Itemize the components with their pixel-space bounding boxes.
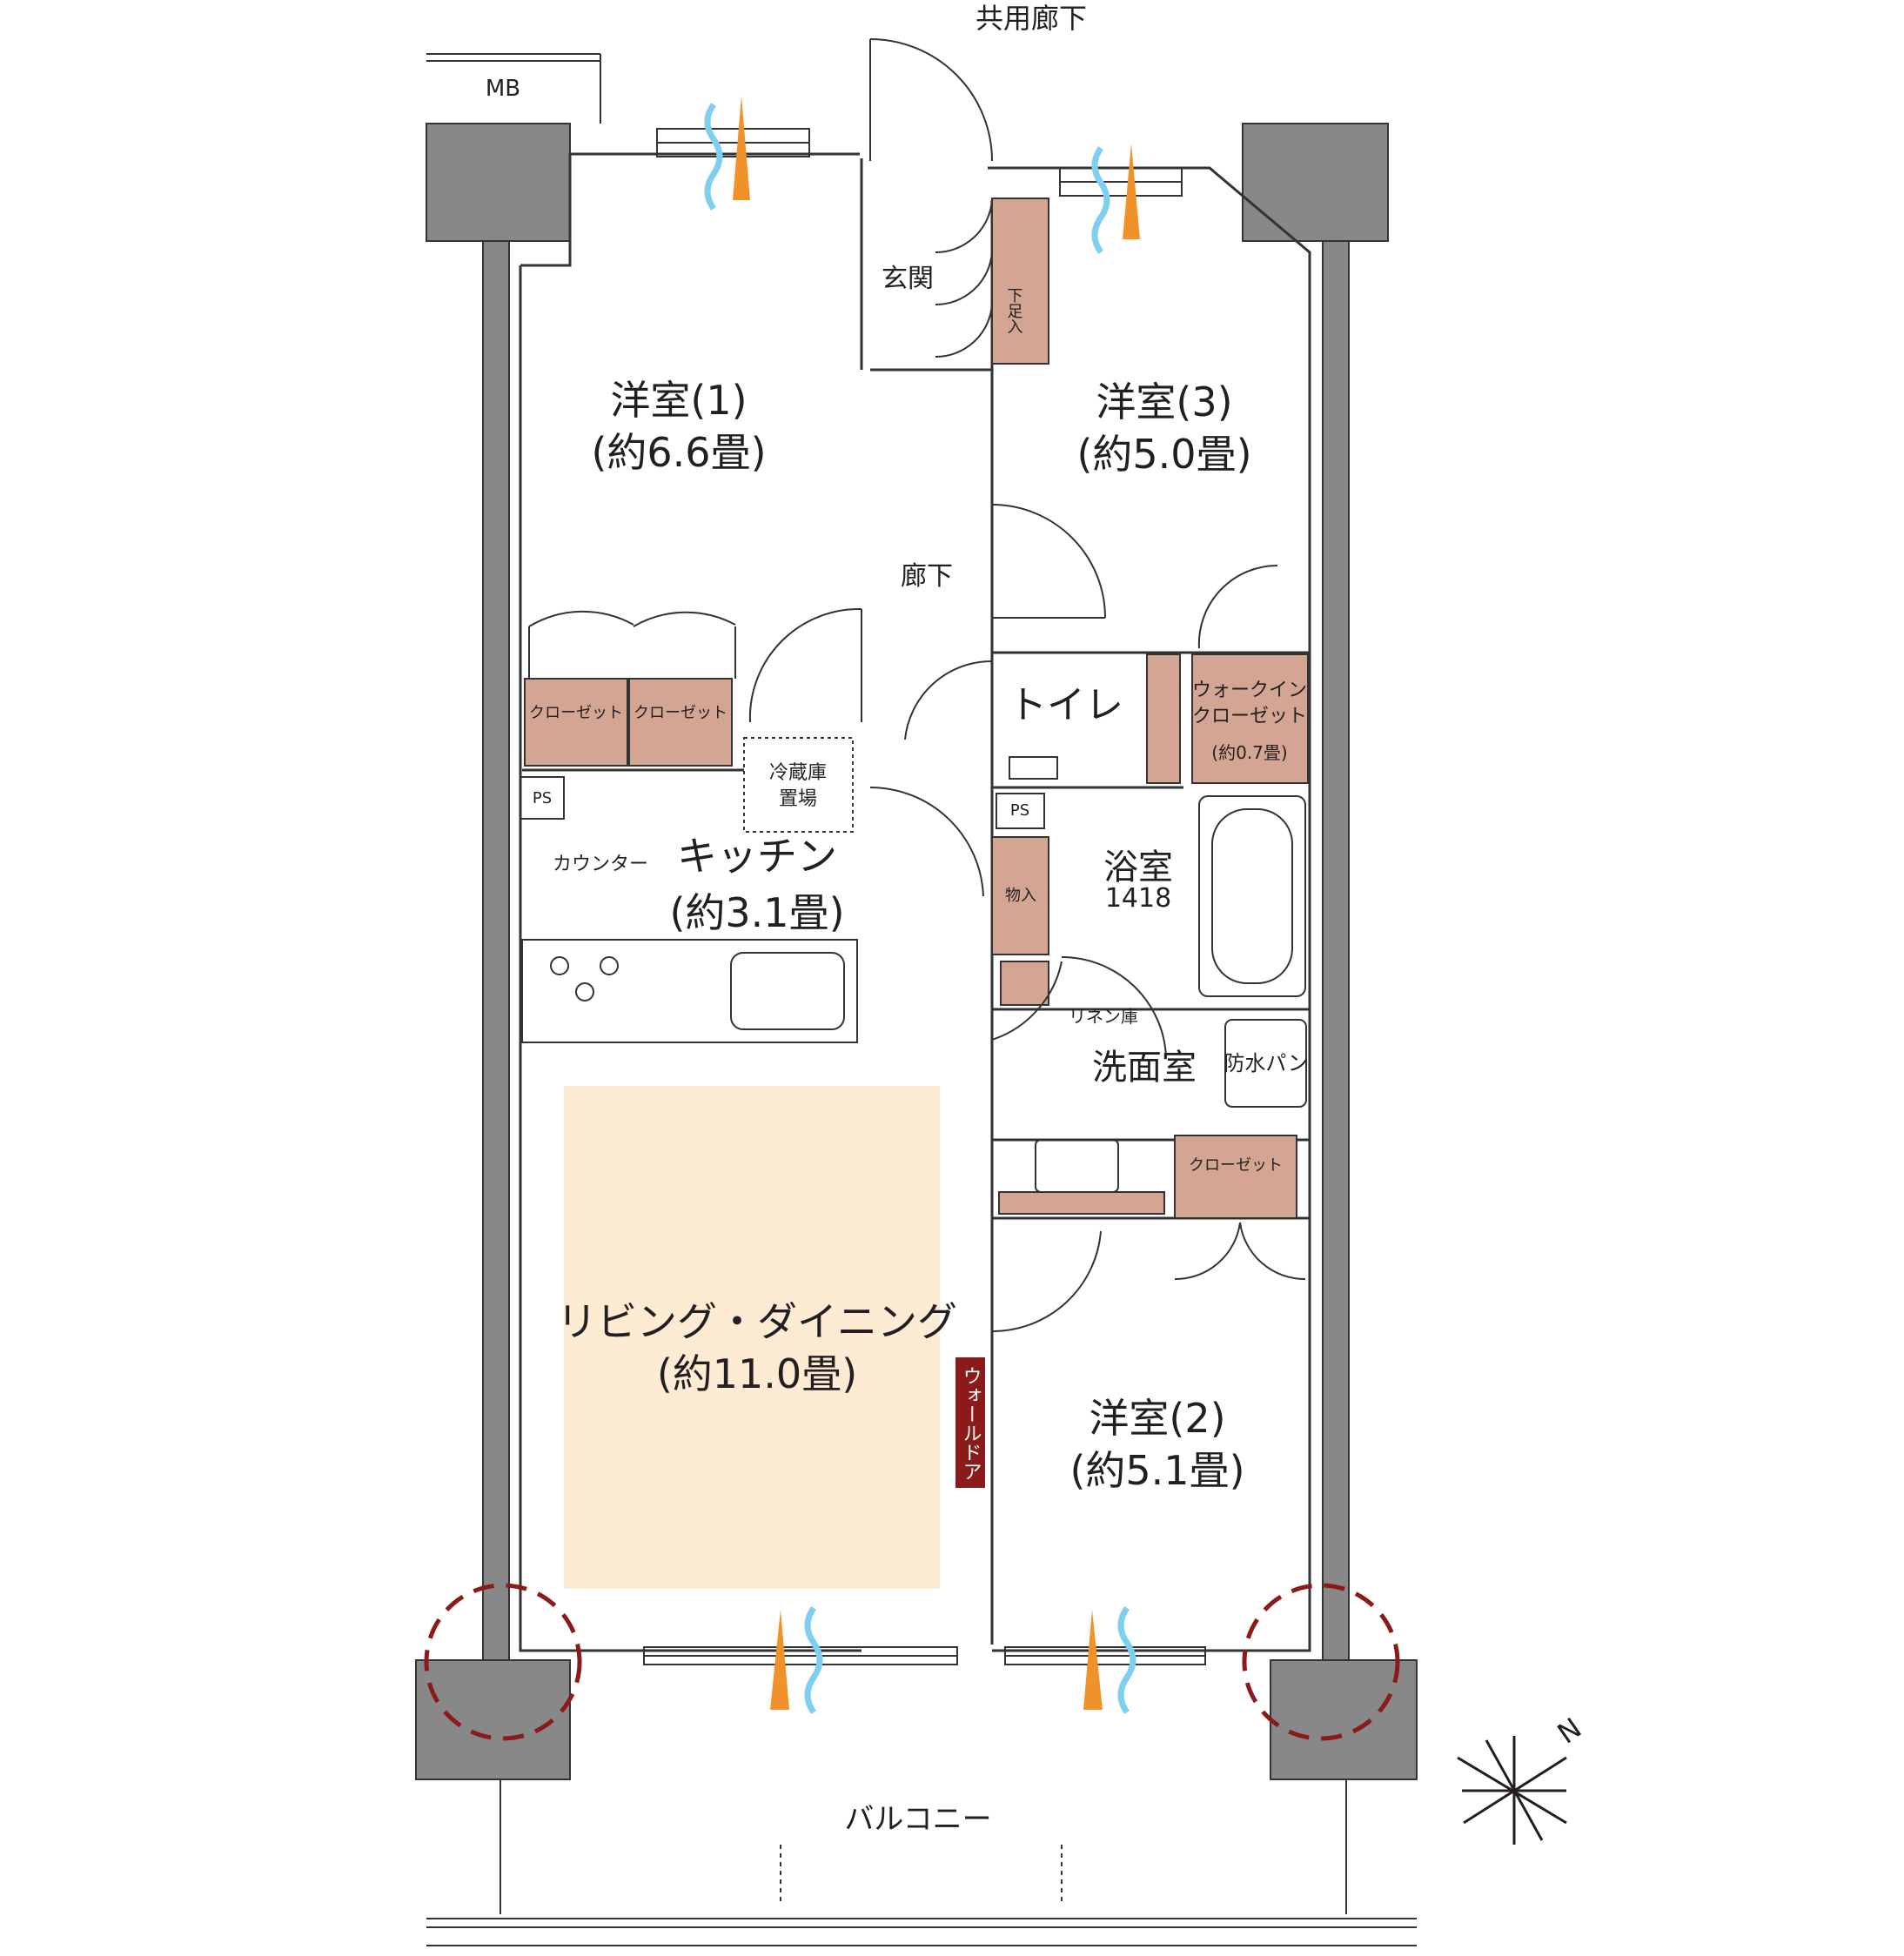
fridge-label-line2: 置場 xyxy=(779,788,817,810)
wall-door-label: ウォールドア xyxy=(960,1366,982,1481)
ps-label-2: PS xyxy=(1010,801,1029,820)
toilet-label: トイレ xyxy=(1009,683,1123,727)
washroom-label: 洗面室 xyxy=(1092,1048,1197,1088)
western-room-1-size: (約6.6畳) xyxy=(591,429,766,476)
column-markers xyxy=(424,1583,1400,1741)
closet-1b-label: クローゼット xyxy=(634,704,727,722)
bathtub-inner xyxy=(1211,808,1293,984)
western-room-3-name: 洋室(3) xyxy=(1096,378,1232,425)
living-name: リビング・ダイニング xyxy=(557,1298,957,1345)
compass-icon xyxy=(1457,1736,1567,1845)
fridge-label-line1: 冷蔵庫 xyxy=(769,762,827,784)
balcony-structure xyxy=(426,1779,1417,1946)
washer-pan-label: 防水パン xyxy=(1224,1051,1308,1075)
burner-3 xyxy=(575,982,594,1001)
western-room-2-name: 洋室(2) xyxy=(1089,1395,1225,1442)
living-size: (約11.0畳) xyxy=(657,1350,857,1397)
washbasin-counter xyxy=(998,1191,1165,1215)
toilet-bowl xyxy=(1009,756,1058,780)
burner-2 xyxy=(600,956,619,975)
column-top-left xyxy=(426,123,571,242)
wic-label-line1: ウォークイン xyxy=(1192,680,1307,701)
closet-1a xyxy=(524,678,628,767)
doors xyxy=(528,199,1306,1333)
walk-in-closet xyxy=(1191,653,1309,784)
shoe-storage xyxy=(991,198,1049,365)
kitchen-size: (約3.1畳) xyxy=(669,889,844,936)
western-room-1-name: 洋室(1) xyxy=(610,377,747,424)
airflow-markers xyxy=(704,96,1140,1715)
compass-north-label: N xyxy=(1552,1712,1587,1751)
ps-box-1 xyxy=(520,776,565,820)
linen-storage xyxy=(1000,961,1049,1006)
hallway-label: 廊下 xyxy=(901,561,953,592)
western-room-2-size: (約5.1畳) xyxy=(1069,1447,1244,1494)
kitchen-name: キッチン xyxy=(677,833,837,880)
wall-left xyxy=(482,240,510,1661)
fridge-space xyxy=(743,737,854,833)
bathtub xyxy=(1198,795,1306,997)
western-room-3-size: (約5.0畳) xyxy=(1076,431,1251,478)
windows xyxy=(643,128,1206,1665)
ps-label-1: PS xyxy=(533,789,552,807)
common-corridor-label: 共用廊下 xyxy=(975,2,1087,35)
column-bottom-right xyxy=(1270,1659,1418,1780)
living-floor xyxy=(564,1086,940,1589)
wall-door-marker xyxy=(955,1357,985,1488)
closet-1a-label: クローゼット xyxy=(529,704,623,722)
closet-2-label: クローゼット xyxy=(1189,1156,1283,1175)
linen-label: リネン庫 xyxy=(1069,1006,1138,1027)
closet-1b xyxy=(628,678,733,767)
storage-blocks xyxy=(524,198,1309,1219)
burner-1 xyxy=(550,956,569,975)
balcony-label: バルコニー xyxy=(844,1802,991,1837)
mb-label: MB xyxy=(486,76,520,102)
kitchen-counter xyxy=(521,939,858,1043)
wall-right xyxy=(1322,240,1350,1661)
sink xyxy=(1035,1139,1119,1193)
counter-label: カウンター xyxy=(553,854,648,875)
toilet-tank xyxy=(1146,653,1181,784)
washer-pan xyxy=(1224,1019,1307,1108)
fixtures xyxy=(520,737,1307,1193)
structural-walls xyxy=(415,123,1418,1780)
shoe-storage-label: 下足入 xyxy=(1005,287,1023,334)
corridor-entrance xyxy=(426,38,993,162)
closet-2 xyxy=(1174,1135,1297,1219)
column-top-right xyxy=(1242,123,1389,242)
bathroom-code: 1418 xyxy=(1105,883,1171,914)
storage-bath xyxy=(991,836,1049,955)
bathroom-name: 浴室 xyxy=(1103,847,1173,888)
entrance-label: 玄関 xyxy=(882,264,934,294)
ps-box-2 xyxy=(996,793,1045,829)
kitchen-sink xyxy=(730,952,845,1030)
storage-label: 物入 xyxy=(1005,887,1036,905)
wic-label-line2: クローゼット xyxy=(1192,706,1307,727)
wic-size: (約0.7畳) xyxy=(1211,742,1287,763)
column-bottom-left xyxy=(415,1659,571,1780)
